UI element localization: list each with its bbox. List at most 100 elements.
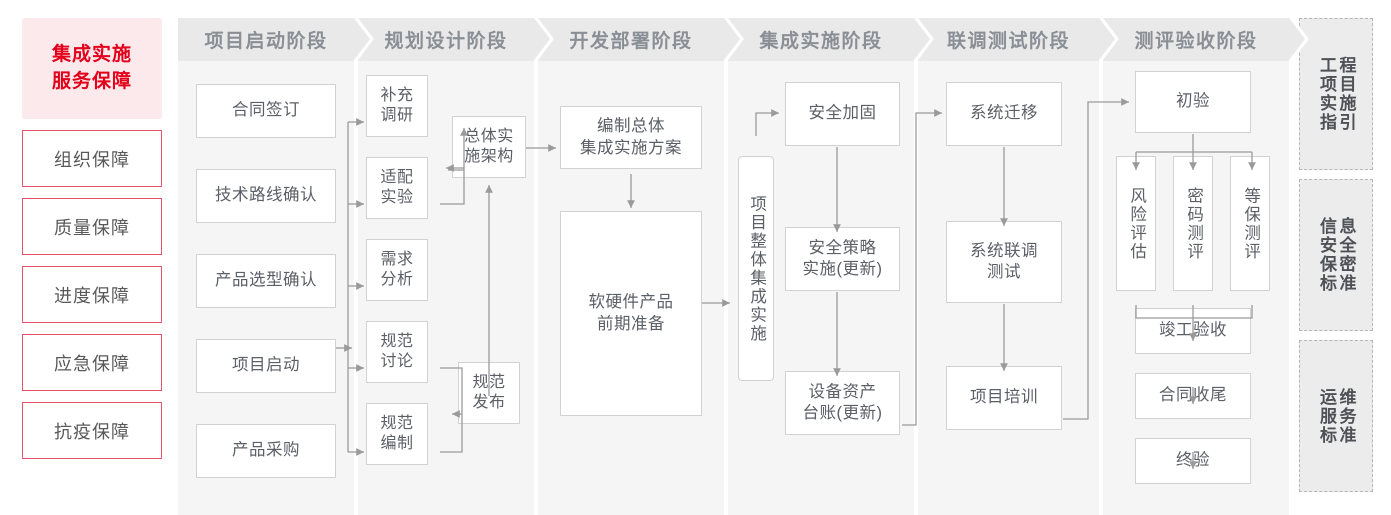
left-rail-title: 集成实施 服务保障 (22, 18, 162, 119)
phase-header-4[interactable]: 集成实施阶段 (728, 18, 934, 61)
node-security-hardening[interactable]: 安全加固 (785, 82, 900, 146)
node-label-line2: 调研 (380, 107, 414, 124)
node-label-line1: 安全策略 (808, 238, 877, 257)
standard-om-service[interactable]: 运服标 维务准 (1299, 340, 1373, 492)
node-overall-implementation-architecture[interactable]: 总体实 施架构 (452, 116, 526, 178)
node-project-kickoff[interactable]: 项目启动 (196, 339, 336, 393)
node-label: 产品选型确认 (215, 271, 317, 290)
node-label-line2: 集成实施方案 (580, 138, 682, 157)
node-label-line2: 编制 (380, 435, 414, 452)
phase-header-2[interactable]: 规划设计阶段 (358, 18, 554, 61)
phase-body-2: 补充 调研 适配 实验 需求 分析 规范 讨论 规范 编制 总体实 施架构 (358, 61, 534, 515)
node-project-training[interactable]: 项目培训 (946, 366, 1062, 430)
phase-column-3: 开发部署阶段 编制总体 集成实施方案 软硬件产品 前期准备 (538, 18, 744, 515)
node-hw-sw-preparation[interactable]: 软硬件产品 前期准备 (560, 211, 702, 416)
node-system-migration[interactable]: 系统迁移 (946, 82, 1062, 146)
node-label: 合同签订 (232, 101, 300, 120)
phase-body-4: 项目整体集成实施 安全加固 安全策略 实施(更新) 设备资产 台账(更新) (728, 61, 914, 515)
node-label: 竣工验收 (1159, 321, 1227, 340)
node-label: 产品采购 (232, 441, 300, 460)
node-spec-discussion[interactable]: 规范 讨论 (366, 321, 428, 383)
phase-column-4: 集成实施阶段 项目整体集成实施 安全加固 安全策略 实施(更新) 设备资产 台账… (728, 18, 934, 515)
standard-label-left: 工项实指 (1317, 56, 1336, 132)
node-asset-ledger-update[interactable]: 设备资产 台账(更新) (785, 371, 900, 435)
left-rail-title-line2: 服务保障 (51, 70, 132, 92)
phase-header-label: 项目启动阶段 (204, 31, 328, 52)
rail-item-quality[interactable]: 质量保障 (22, 198, 162, 255)
phase-column-6: 测评验收阶段 初验 风险评估 密码测评 等保测评 竣工验收 合同收尾 终验 (1103, 18, 1309, 515)
node-label: 项目培训 (970, 388, 1038, 407)
phase-header-label: 规划设计阶段 (384, 31, 508, 52)
node-label: 密码测评 (1184, 186, 1203, 261)
node-cryptography-evaluation[interactable]: 密码测评 (1173, 156, 1213, 291)
node-preliminary-acceptance[interactable]: 初验 (1135, 71, 1251, 133)
node-label-line2: 施架构 (464, 148, 514, 165)
phase-header-1[interactable]: 项目启动阶段 (178, 18, 374, 61)
node-adaptation-experiment[interactable]: 适配 实验 (366, 157, 428, 219)
node-label-line1: 软硬件产品 (588, 293, 674, 312)
node-risk-assessment[interactable]: 风险评估 (1116, 156, 1156, 291)
standard-label-right: 维务准 (1336, 387, 1356, 445)
phase-body-1: 合同签订 技术路线确认 产品选型确认 项目启动 产品采购 (178, 61, 354, 515)
node-label-line2: 实施(更新) (802, 260, 883, 278)
phase-body-3: 编制总体 集成实施方案 软硬件产品 前期准备 (538, 61, 724, 515)
phase-header-label: 集成实施阶段 (759, 31, 883, 52)
node-label-line2: 分析 (380, 271, 414, 288)
standard-label-left: 信安保标 (1317, 217, 1336, 293)
node-label-line1: 规范 (380, 332, 414, 350)
node-label-line2: 实验 (380, 189, 414, 206)
standard-engineering-guideline[interactable]: 工项实指 程目施引 (1299, 18, 1373, 170)
node-label-line1: 适配 (380, 168, 414, 186)
phase-header-5[interactable]: 联调测试阶段 (918, 18, 1119, 61)
node-product-procurement[interactable]: 产品采购 (196, 424, 336, 478)
node-label-line1: 规范 (472, 373, 506, 391)
node-final-acceptance[interactable]: 终验 (1135, 438, 1251, 484)
rail-item-label: 抗疫保障 (54, 421, 130, 442)
node-label: 安全加固 (808, 104, 877, 123)
rail-item-emergency[interactable]: 应急保障 (22, 334, 162, 391)
phase-column-1: 项目启动阶段 合同签订 技术路线确认 产品选型确认 项目启动 产品采购 (178, 18, 374, 515)
node-label-line1: 编制总体 (597, 117, 665, 136)
rail-item-label: 质量保障 (54, 217, 130, 238)
node-product-selection-confirm[interactable]: 产品选型确认 (196, 254, 336, 308)
phase-header-label: 联调测试阶段 (946, 31, 1070, 52)
rail-item-schedule[interactable]: 进度保障 (22, 266, 162, 323)
phase-header-label: 测评验收阶段 (1134, 31, 1258, 52)
node-requirement-analysis[interactable]: 需求 分析 (366, 239, 428, 301)
node-tech-route-confirm[interactable]: 技术路线确认 (196, 169, 336, 223)
node-system-joint-debug-test[interactable]: 系统联调 测试 (946, 221, 1062, 303)
node-overall-project-integration[interactable]: 项目整体集成实施 (738, 156, 774, 381)
node-spec-drafting[interactable]: 规范 编制 (366, 403, 428, 465)
phase-body-5: 系统迁移 系统联调 测试 项目培训 (918, 61, 1099, 515)
node-label-line1: 需求 (380, 250, 414, 268)
phase-column-2: 规划设计阶段 补充 调研 适配 实验 需求 分析 规范 讨论 规范 编制 (358, 18, 554, 515)
phase-header-6[interactable]: 测评验收阶段 (1103, 18, 1309, 61)
node-label: 技术路线确认 (215, 186, 317, 205)
node-label: 初验 (1176, 92, 1210, 111)
rail-item-organization[interactable]: 组织保障 (22, 130, 162, 187)
node-supplementary-research[interactable]: 补充 调研 (366, 75, 428, 137)
standard-infosec-confidentiality[interactable]: 信安保标 息全密准 (1299, 179, 1373, 331)
node-label-line2: 讨论 (380, 353, 414, 370)
node-label-line1: 总体实 (464, 127, 514, 145)
node-contract-signing[interactable]: 合同签订 (196, 84, 336, 138)
node-contract-closeout[interactable]: 合同收尾 (1135, 373, 1251, 419)
node-draft-overall-integration-plan[interactable]: 编制总体 集成实施方案 (560, 106, 702, 169)
rail-item-label: 组织保障 (54, 149, 130, 170)
standard-label-right: 程目施引 (1336, 56, 1356, 132)
node-security-policy-implementation[interactable]: 安全策略 实施(更新) (785, 227, 900, 291)
node-label: 风险评估 (1127, 186, 1146, 261)
node-label-line1: 设备资产 (808, 382, 877, 401)
phase-header-3[interactable]: 开发部署阶段 (538, 18, 744, 61)
node-label: 等保测评 (1241, 186, 1260, 261)
node-completion-acceptance[interactable]: 竣工验收 (1135, 308, 1251, 354)
node-label-line1: 补充 (380, 86, 414, 104)
node-label-line1: 系统联调 (970, 241, 1038, 260)
node-label-line2: 发布 (472, 394, 506, 411)
standard-label-right: 息全密准 (1336, 217, 1356, 293)
node-mlps-evaluation[interactable]: 等保测评 (1230, 156, 1270, 291)
rail-item-epidemic[interactable]: 抗疫保障 (22, 402, 162, 459)
node-spec-release[interactable]: 规范 发布 (458, 362, 520, 424)
phase-header-label: 开发部署阶段 (569, 31, 693, 52)
